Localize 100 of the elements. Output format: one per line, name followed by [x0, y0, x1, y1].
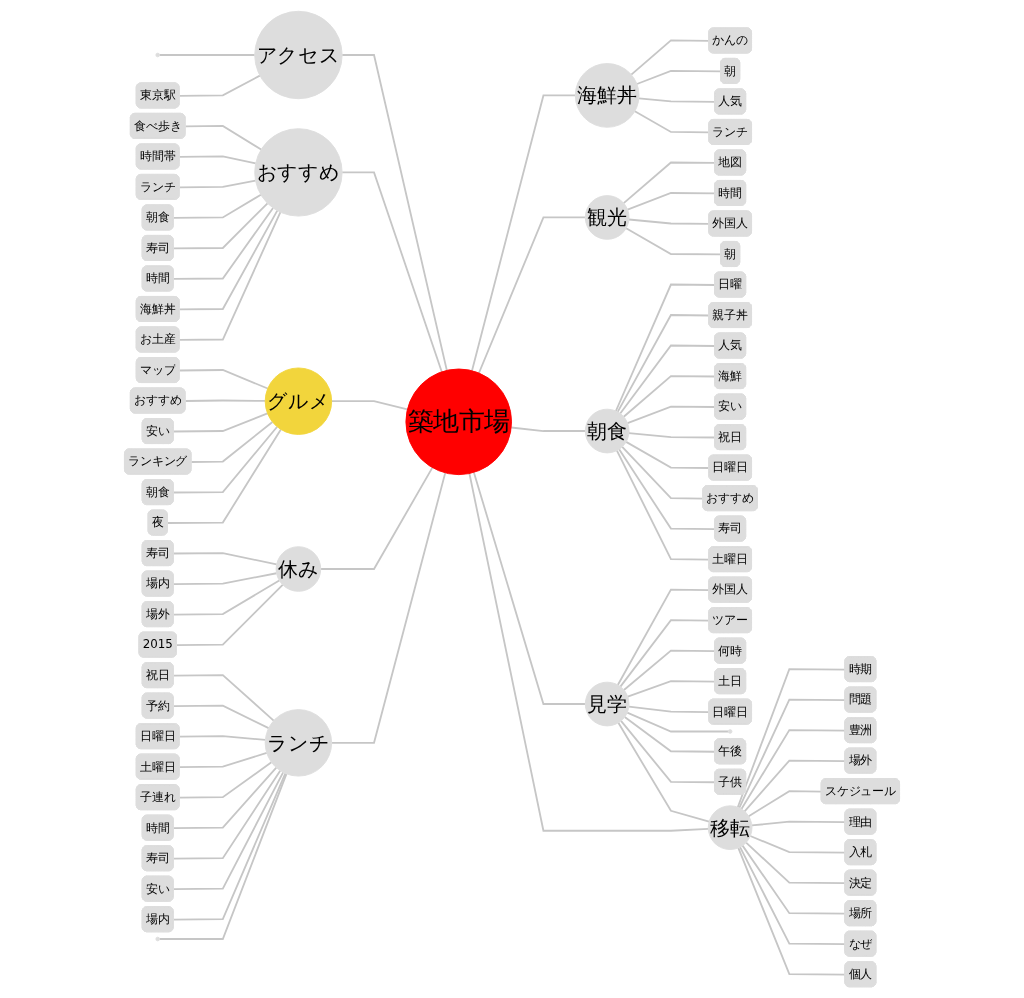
link-line — [172, 552, 278, 566]
link-line — [636, 70, 722, 85]
link-line — [172, 202, 269, 250]
keyword-node: 朝食 — [141, 204, 174, 231]
keyword-node: 安い — [141, 875, 174, 902]
keyword-node: 場外 — [844, 747, 877, 774]
keyword-node: 場内 — [141, 906, 174, 933]
keyword-node: 寿司 — [714, 515, 747, 542]
keyword-node: 安い — [714, 393, 747, 420]
keyword-node: 寿司 — [141, 540, 174, 567]
link-line — [172, 207, 274, 280]
keyword-node: 子連れ — [135, 784, 180, 811]
link-line — [510, 426, 587, 432]
link-line — [172, 772, 287, 921]
link-line — [617, 721, 710, 823]
link-line — [473, 471, 587, 705]
topic-circle: 観光 — [584, 195, 630, 240]
topic-circle: 築地市場 — [405, 368, 512, 476]
keyword-node: 海鮮丼 — [135, 296, 180, 322]
link-line — [478, 216, 587, 374]
link-line — [623, 649, 716, 691]
keyword-node: マップ — [135, 357, 180, 383]
keyword-node: 場所 — [844, 900, 877, 927]
keyword-node: 午後 — [714, 738, 747, 765]
keyword-node: なぜ — [844, 930, 877, 957]
link-line — [172, 674, 275, 722]
keyword-node: 日曜 — [714, 271, 747, 298]
keyword-node: 2015 — [138, 631, 177, 658]
link-line — [626, 680, 716, 698]
keyword-node: 場内 — [141, 570, 174, 597]
link-line — [625, 227, 722, 256]
keyword-node: ツアー — [708, 607, 752, 634]
link-line — [158, 54, 256, 56]
keyword-node: ランキング — [124, 448, 192, 475]
link-line — [184, 125, 263, 151]
topic-circle: 見学 — [584, 681, 630, 727]
link-line — [178, 74, 261, 97]
topic-circle: ランチ — [264, 709, 333, 777]
keyword-node: 理由 — [844, 808, 877, 835]
link-line — [178, 179, 257, 189]
link-line — [172, 769, 282, 860]
keyword-node: 時間 — [714, 180, 747, 206]
link-line — [178, 369, 269, 390]
keyword-node: 祝日 — [141, 662, 174, 689]
keyword-node: かんの — [708, 27, 752, 54]
link-line — [172, 193, 262, 219]
keyword-node: 決定 — [844, 869, 877, 896]
link-line — [172, 425, 279, 494]
keyword-node: おすすめ — [129, 387, 186, 414]
keyword-node: 東京駅 — [135, 82, 180, 109]
keyword-node: 日曜日 — [135, 723, 180, 750]
link-line — [190, 421, 274, 463]
link-line — [615, 283, 716, 412]
link-line — [628, 432, 716, 439]
link-line — [626, 192, 716, 211]
link-line — [622, 375, 716, 418]
keyword-node: 場外 — [141, 601, 174, 628]
link-line — [623, 716, 716, 753]
link-line — [178, 761, 273, 799]
link-line — [638, 97, 716, 103]
link-line — [178, 735, 267, 741]
keyword-node: 日曜日 — [708, 698, 752, 725]
link-line — [619, 344, 716, 415]
link-line — [319, 466, 434, 570]
link-line — [158, 772, 288, 940]
link-line — [178, 155, 257, 165]
keyword-node: 朝 — [720, 241, 741, 267]
empty-circle — [727, 729, 733, 734]
link-line — [172, 412, 269, 433]
link-line — [341, 171, 443, 373]
link-line — [471, 94, 577, 372]
link-line — [175, 583, 284, 646]
link-line — [330, 400, 409, 411]
keyword-node: お土産 — [135, 326, 180, 353]
link-line — [178, 751, 268, 768]
keyword-node: 食べ歩き — [129, 112, 186, 139]
keyword-node: スケジュール — [820, 778, 900, 805]
keyword-node: 夜 — [147, 509, 168, 536]
topic-circle: 休み — [275, 546, 322, 592]
link-line — [618, 448, 716, 530]
keyword-node: 安い — [141, 418, 174, 444]
link-line — [172, 572, 278, 585]
link-line — [622, 161, 716, 205]
keyword-node: 子供 — [714, 768, 747, 795]
topic-circle: 移転 — [707, 805, 753, 850]
keyword-node: 朝食 — [141, 479, 174, 506]
keyword-node: 土曜日 — [135, 753, 180, 780]
keyword-node: 時間 — [141, 265, 174, 292]
link-line — [172, 771, 285, 891]
topic-circle: アクセス — [254, 10, 343, 100]
keyword-node: ランチ — [135, 173, 180, 200]
empty-circle — [155, 936, 160, 942]
link-line — [747, 790, 823, 818]
link-line — [620, 720, 716, 784]
keyword-node: 人気 — [714, 332, 747, 359]
topic-circle: 海鮮丼 — [574, 63, 640, 128]
keyword-node: 時間 — [141, 814, 174, 841]
link-line — [626, 711, 730, 733]
keyword-node: 日曜日 — [708, 454, 752, 481]
topic-circle: おすすめ — [254, 128, 343, 217]
